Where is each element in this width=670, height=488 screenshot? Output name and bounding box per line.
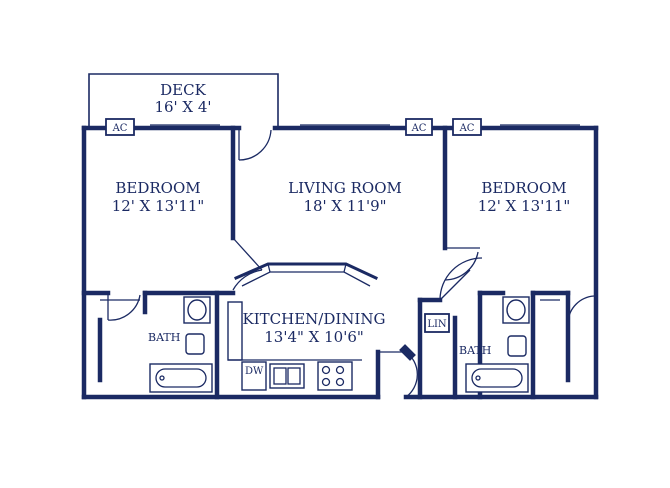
ac-label: AC [459, 123, 475, 134]
bath-right-fixtures [465, 296, 530, 393]
bath-right-door [567, 295, 595, 323]
deck-door [238, 128, 272, 161]
bath-left-door [107, 293, 141, 321]
kitchen-bar [234, 262, 378, 287]
ac-label: AC [112, 123, 128, 134]
room-name: BEDROOM [115, 179, 200, 197]
linen-closet: LIN [424, 313, 450, 333]
deck-size: 16' X 4' [154, 98, 211, 116]
ac-unit-right: AC [452, 118, 482, 136]
exterior-walls [81, 125, 599, 400]
bath-left-label: BATH [148, 331, 180, 344]
room-size: 12' X 13'11" [112, 197, 205, 215]
ac-label: AC [411, 123, 427, 134]
room-size: 18' X 11'9" [303, 197, 386, 215]
deck: DECK 16' X 4' [88, 73, 279, 126]
dishwasher-label: DW [245, 366, 264, 377]
bedroom-left: BEDROOM 12' X 13'11" [112, 179, 205, 215]
kitchen-fixtures [227, 301, 362, 391]
ac-unit-center: AC [405, 118, 433, 136]
room-name: LIVING ROOM [288, 179, 402, 197]
kitchen-dining: KITCHEN/DINING 13'4" X 10'6" [243, 310, 386, 346]
interior-walls [81, 125, 571, 400]
bedroom-right: BEDROOM 12' X 13'11" [478, 179, 571, 215]
room-name: KITCHEN/DINING [243, 310, 386, 328]
bedroom-right-door [444, 247, 480, 281]
room-name: BEDROOM [481, 179, 566, 197]
ac-unit-left: AC [105, 118, 135, 136]
bath-right-label: BATH [459, 344, 491, 357]
bedroom-left-door [232, 237, 263, 291]
living-room: LIVING ROOM 18' X 11'9" [288, 179, 402, 215]
hall-door [439, 257, 483, 301]
bath-left-fixtures [149, 296, 213, 393]
linen-label: LIN [427, 319, 447, 330]
deck-label: DECK [160, 81, 206, 99]
linen-door [399, 344, 416, 361]
room-size: 13'4" X 10'6" [264, 328, 364, 346]
room-size: 12' X 13'11" [478, 197, 571, 215]
